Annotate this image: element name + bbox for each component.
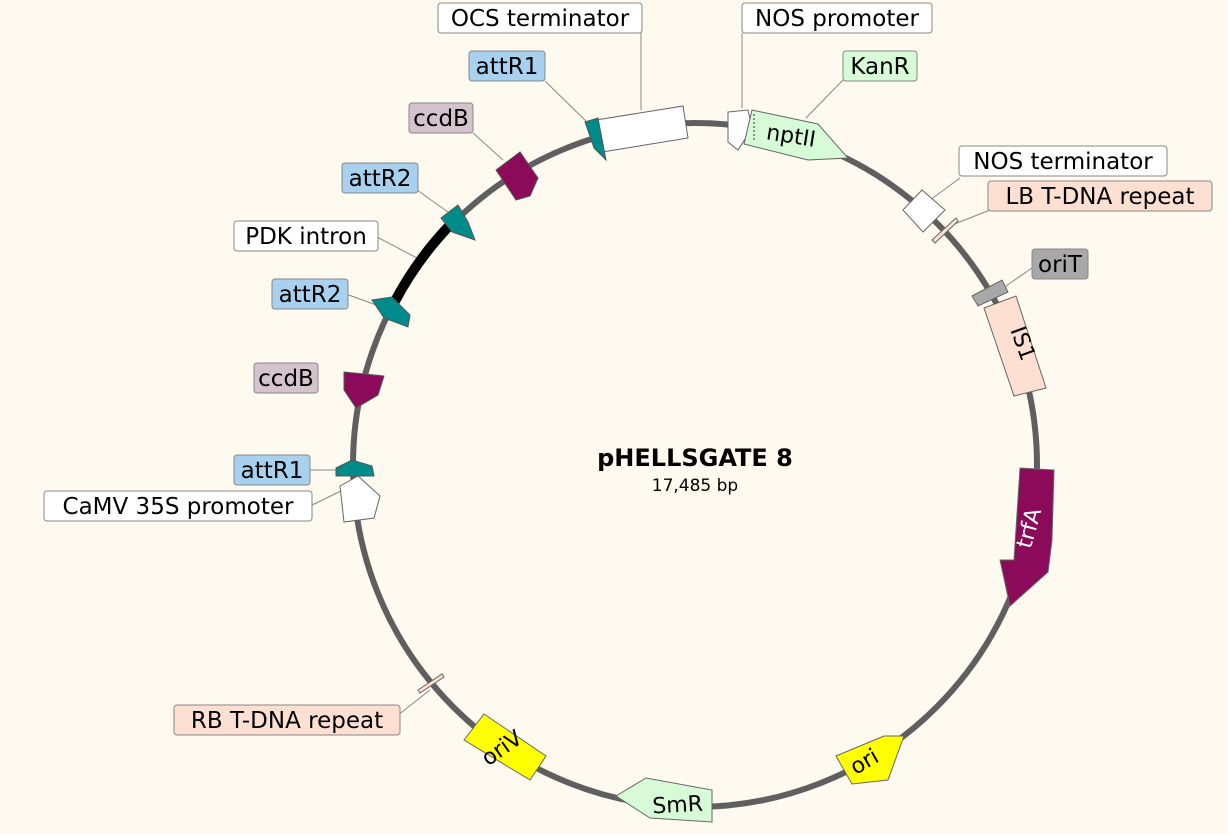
label-lb-repeat: LB T-DNA repeat bbox=[987, 180, 1213, 212]
label-attr1-upper: attR1 bbox=[468, 50, 546, 82]
plasmid-size: 17,485 bp bbox=[652, 476, 738, 496]
lb-repeat-glyph bbox=[931, 217, 959, 244]
pdk-intron-arc bbox=[389, 221, 454, 306]
oriv-glyph bbox=[463, 713, 547, 781]
svg-text:PDK intron: PDK intron bbox=[245, 224, 367, 250]
svg-text:ccdB: ccdB bbox=[258, 366, 314, 392]
svg-text:NOS promoter: NOS promoter bbox=[755, 6, 919, 32]
label-kanr: KanR bbox=[842, 50, 918, 82]
plasmid-name: pHELLSGATE 8 bbox=[597, 444, 793, 472]
svg-text:NOS terminator: NOS terminator bbox=[973, 149, 1153, 175]
label-pdk-intron: PDK intron bbox=[233, 220, 379, 252]
label-attr2-lower: attR2 bbox=[271, 278, 349, 310]
label-attr2-upper: attR2 bbox=[341, 162, 419, 194]
svg-text:attR1: attR1 bbox=[476, 54, 539, 80]
leader-lb-repeat bbox=[951, 209, 991, 226]
orit-glyph bbox=[971, 279, 1009, 307]
leader-pdk-intron bbox=[376, 236, 418, 259]
label-rb-repeat: RB T-DNA repeat bbox=[173, 704, 401, 736]
smr-glyph bbox=[615, 777, 713, 823]
label-nos-promoter: NOS promoter bbox=[741, 2, 933, 34]
label-nos-terminator: NOS terminator bbox=[958, 145, 1168, 177]
svg-text:LB T-DNA repeat: LB T-DNA repeat bbox=[1005, 184, 1194, 210]
label-orit: oriT bbox=[1031, 248, 1089, 280]
svg-text:OCS terminator: OCS terminator bbox=[451, 6, 630, 32]
leader-attr2-upper bbox=[416, 189, 449, 213]
svg-text:RB T-DNA repeat: RB T-DNA repeat bbox=[191, 708, 383, 734]
is1-glyph bbox=[983, 295, 1047, 397]
svg-text:attR2: attR2 bbox=[349, 166, 412, 192]
svg-text:ccdB: ccdB bbox=[413, 106, 469, 132]
label-ocs-terminator: OCS terminator bbox=[437, 2, 643, 34]
smr-name: SmR bbox=[652, 792, 704, 820]
leader-ccdb-upper bbox=[472, 132, 504, 161]
label-ccdb-lower: ccdB bbox=[253, 362, 319, 394]
ori-glyph bbox=[835, 735, 905, 785]
label-camv35s: CaMV 35S promoter bbox=[43, 490, 313, 522]
label-attr1-lower: attR1 bbox=[233, 454, 311, 486]
leader-camv35s bbox=[309, 489, 344, 507]
nos-terminator-glyph bbox=[902, 189, 946, 233]
leader-nos-terminator bbox=[929, 177, 961, 201]
ccdb-lower-glyph bbox=[343, 371, 385, 409]
attr1-lower-glyph bbox=[335, 459, 375, 477]
svg-text:KanR: KanR bbox=[850, 54, 909, 80]
ccdb-upper-glyph bbox=[495, 151, 539, 201]
label-ccdb-upper: ccdB bbox=[408, 102, 474, 134]
leader-kanr bbox=[805, 79, 844, 119]
leader-orit bbox=[1002, 267, 1033, 289]
leader-attr1-upper bbox=[544, 80, 591, 126]
leader-lines bbox=[309, 33, 1033, 716]
attr2-upper-glyph bbox=[440, 204, 476, 241]
svg-text:oriT: oriT bbox=[1038, 252, 1083, 278]
leader-attr2-lower bbox=[345, 293, 380, 307]
svg-text:attR2: attR2 bbox=[279, 282, 342, 308]
trfa-glyph bbox=[999, 467, 1055, 607]
camv35s-glyph bbox=[339, 475, 381, 523]
attr1-upper-glyph bbox=[584, 117, 607, 162]
rb-repeat-glyph bbox=[417, 673, 445, 694]
nptii-glyph bbox=[743, 109, 850, 161]
svg-text:attR1: attR1 bbox=[241, 458, 304, 484]
leader-rb-repeat bbox=[397, 689, 431, 716]
attr2-lower-glyph bbox=[371, 296, 411, 328]
svg-text:CaMV 35S promoter: CaMV 35S promoter bbox=[63, 494, 294, 520]
